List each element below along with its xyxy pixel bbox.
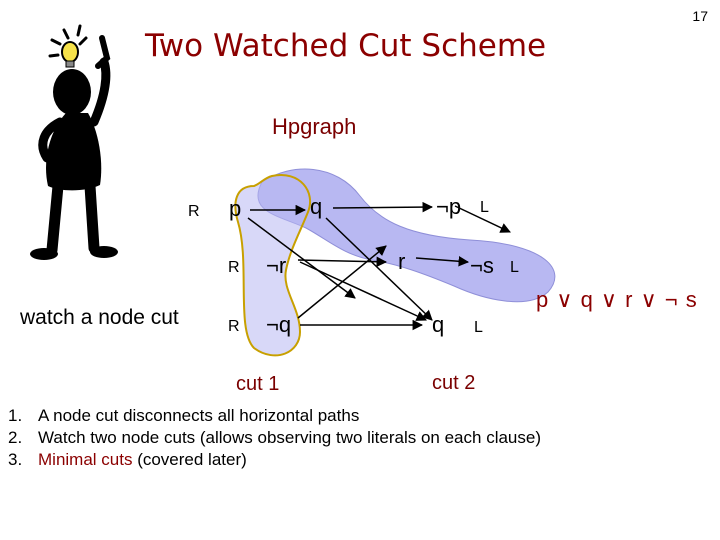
node-not-r: ¬r [266, 253, 287, 278]
bullet-text: A node cut disconnects all horizontal pa… [38, 406, 360, 425]
bullet-text: Watch two node cuts (allows observing tw… [38, 428, 541, 447]
edge [454, 205, 511, 233]
edge [332, 201, 434, 213]
graph-subtitle: Hpgraph [272, 114, 357, 139]
tag-R: R [228, 318, 240, 335]
bullet-keyword: Minimal cuts [38, 450, 133, 469]
tag-L: L [510, 259, 519, 276]
tag-L: L [480, 199, 489, 216]
edge [325, 217, 433, 321]
edge [297, 245, 387, 319]
cut-2-label: cut 2 [432, 372, 476, 394]
page-number: 17 [692, 8, 708, 24]
node-not-q: ¬q [266, 312, 292, 337]
node-q-second: q [432, 312, 445, 337]
tag-R: R [228, 259, 240, 276]
cut-1-outline [234, 174, 311, 357]
cut-1-label: cut 1 [236, 373, 280, 395]
bullet-list: 1. A node cut disconnects all horizontal … [4, 405, 541, 471]
thinking-figure-icon [30, 24, 118, 260]
slide-title: Two Watched Cut Scheme [145, 28, 547, 64]
bullet-item: 3. Minimal cuts (covered later) [4, 449, 541, 471]
node-not-p: ¬p [436, 194, 462, 219]
node-r: r [398, 249, 406, 274]
bullet-text: (covered later) [132, 450, 247, 469]
edge [299, 261, 427, 321]
tag-L: L [474, 319, 483, 336]
clause-formula: p ∨ q ∨ r ∨ ¬ s [536, 287, 698, 312]
edge [415, 256, 470, 267]
tag-R: R [188, 203, 200, 220]
bullet-number: 1. [8, 406, 23, 425]
node-not-s: ¬s [470, 253, 494, 278]
bullet-item: 1. A node cut disconnects all horizontal … [4, 405, 541, 427]
side-note: watch a node cut [20, 306, 179, 329]
cut-2-region [257, 168, 556, 303]
node-q: q [310, 194, 323, 219]
bullet-number: 3. [8, 450, 23, 469]
bullet-number: 2. [8, 428, 23, 447]
edge [247, 217, 356, 299]
bullet-item: 2. Watch two node cuts (allows observing … [4, 427, 541, 449]
node-p: p [229, 196, 242, 221]
